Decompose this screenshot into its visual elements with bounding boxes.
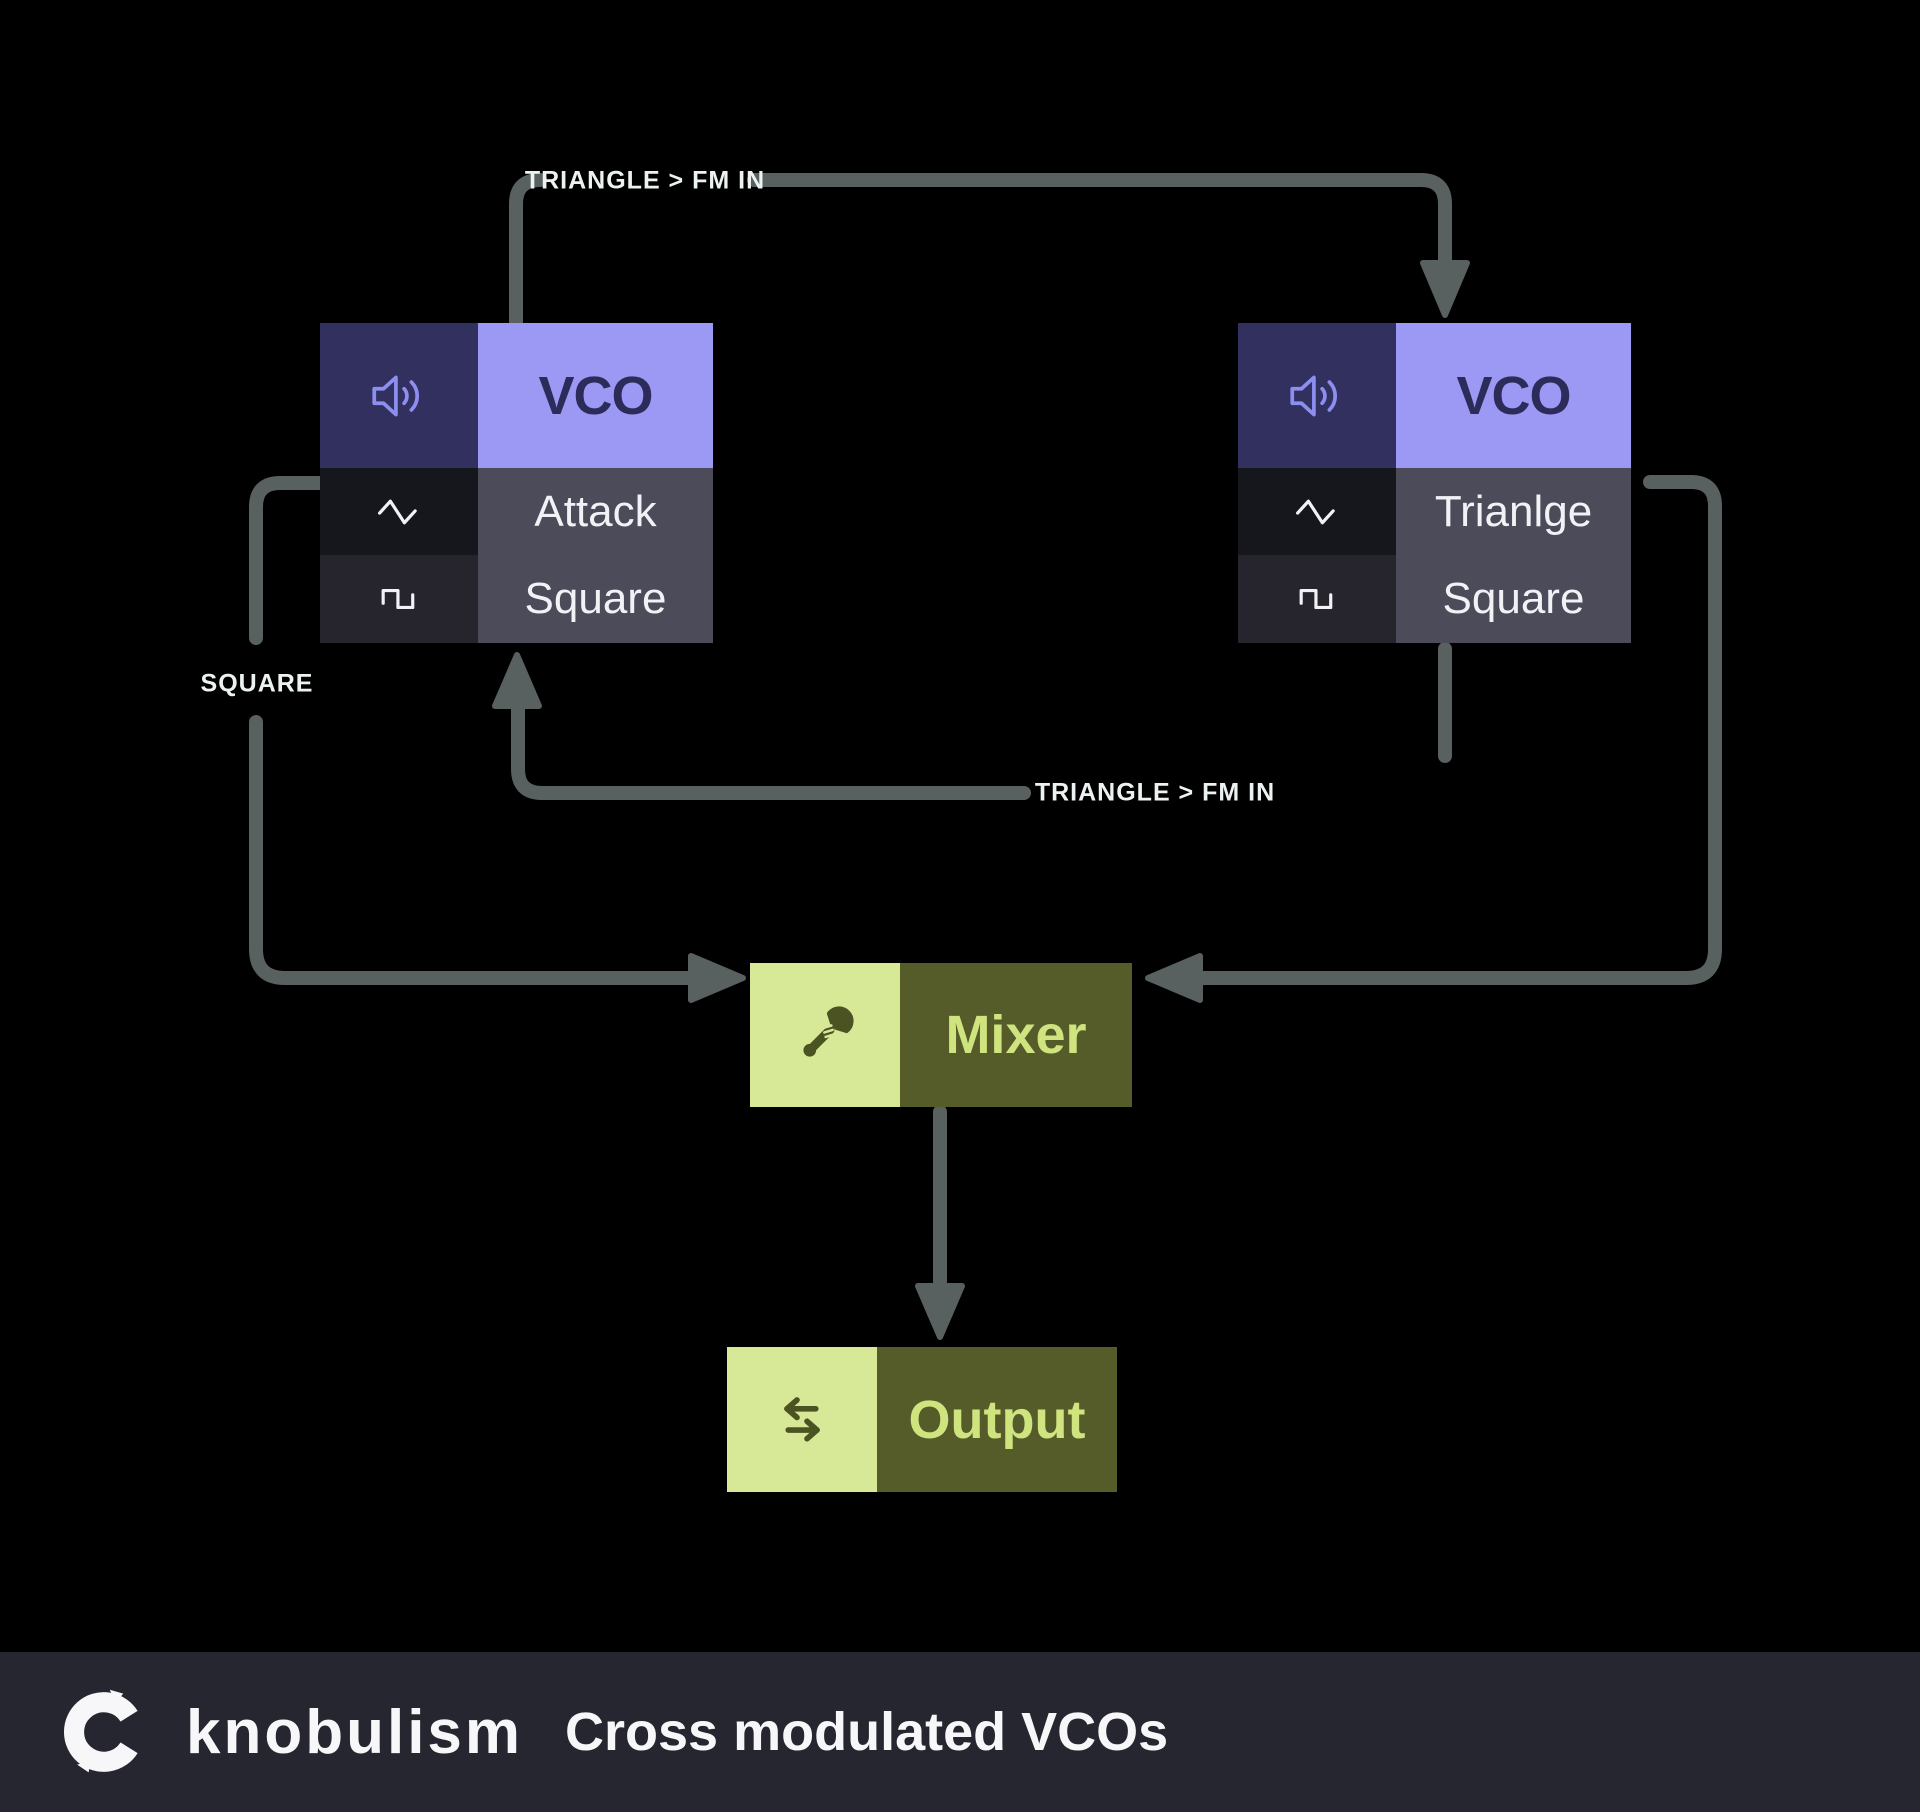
mixer-node: Mixer: [750, 963, 1132, 1107]
speaker-icon: [1238, 323, 1396, 468]
vco-right-node: VCO Trianlge Square: [1238, 323, 1631, 643]
arrowhead-into-mixer-right: [1145, 953, 1203, 1003]
arrowhead-into-right-vco: [1420, 260, 1470, 318]
square-connector-lower-segment: [249, 715, 695, 985]
top-connector-right-segment: [747, 173, 1452, 269]
return-connector-label: TRIANGLE > FM IN: [1034, 778, 1276, 807]
footer-bar: knobulism Cross modulated VCOs: [0, 1652, 1920, 1812]
vco-left-row-label: Attack: [478, 468, 713, 555]
square-wave-icon: [320, 555, 478, 643]
top-connector-label: TRIANGLE > FM IN: [524, 166, 766, 195]
knob-logo-icon: [56, 1684, 152, 1780]
vco-left-title: VCO: [478, 323, 713, 468]
top-connector-left-segment: [509, 173, 547, 337]
mixer-label: Mixer: [900, 963, 1132, 1107]
return-connector-left-segment: [511, 701, 1031, 800]
triangle-wave-icon: [1238, 468, 1396, 555]
square-connector-upper-segment: [249, 476, 329, 645]
arrowhead-into-left-vco: [492, 652, 542, 709]
output-label: Output: [877, 1347, 1117, 1492]
vco-left-row-label: Square: [478, 555, 713, 643]
vco-left-node: VCO Attack Square: [320, 323, 713, 643]
arrowhead-into-output: [915, 1283, 965, 1340]
vco-right-title: VCO: [1396, 323, 1631, 468]
vco-right-row-label: Square: [1396, 555, 1631, 643]
page-title: Cross modulated VCOs: [565, 1702, 1169, 1762]
transfer-icon: [727, 1347, 877, 1492]
right-connector-segment: [1195, 475, 1722, 985]
wrench-icon: [750, 963, 900, 1107]
triangle-wave-icon: [320, 468, 478, 555]
speaker-icon: [320, 323, 478, 468]
square-wave-icon: [1238, 555, 1396, 643]
square-connector-label: SQUARE: [200, 669, 314, 698]
output-node: Output: [727, 1347, 1117, 1492]
arrowhead-into-mixer-left: [688, 953, 746, 1003]
brand-name: knobulism: [186, 1697, 524, 1767]
vco-right-row-label: Trianlge: [1396, 468, 1631, 555]
